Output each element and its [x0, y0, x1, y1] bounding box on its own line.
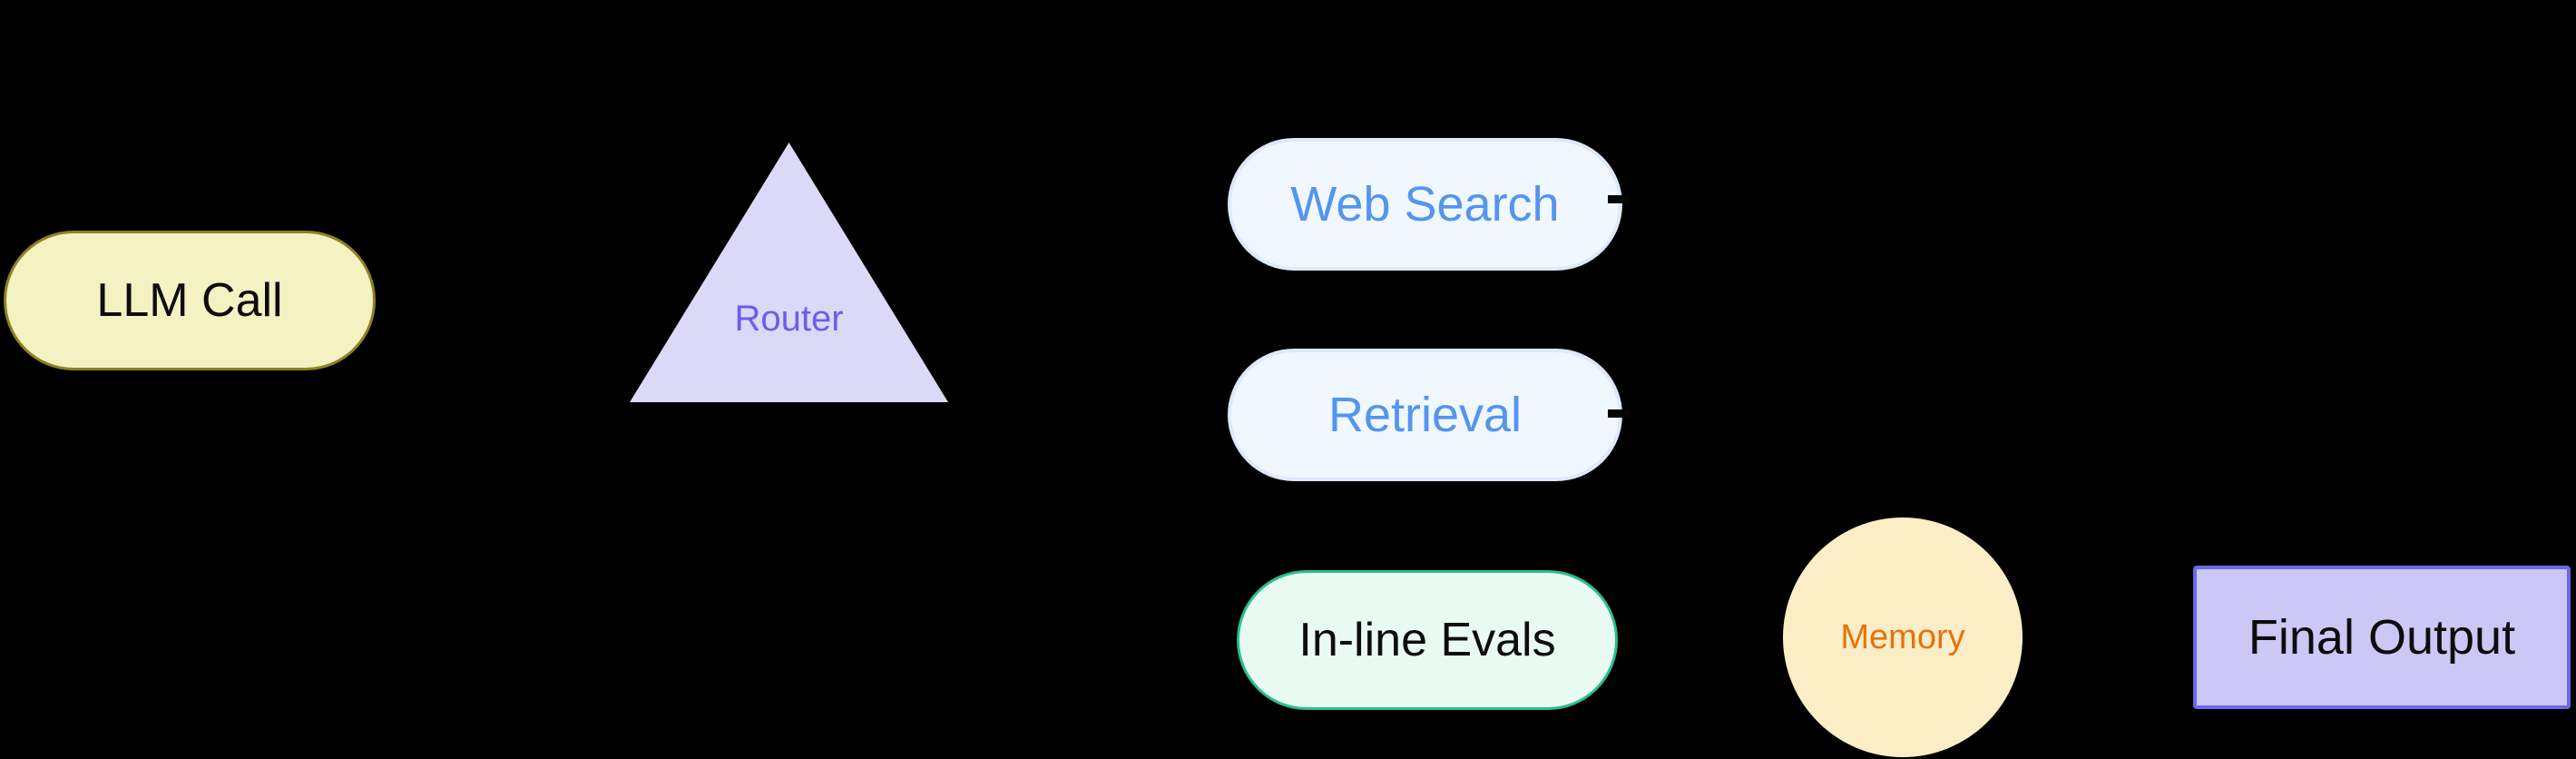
node-retrieval-label: Retrieval [1327, 388, 1523, 442]
node-router[interactable]: Router [630, 143, 948, 402]
node-inline-evals-label: In-line Evals [1298, 614, 1556, 666]
node-inline-evals[interactable]: In-line Evals [1237, 570, 1618, 710]
node-web-search-label: Web Search [1290, 177, 1560, 232]
node-memory[interactable]: Memory [1783, 518, 2023, 757]
node-memory-label: Memory [1840, 618, 1965, 656]
edge-stub-web-search [1608, 195, 1630, 203]
edge-stub-retrieval [1608, 409, 1630, 418]
node-final-output-label: Final Output [2248, 610, 2516, 665]
node-llm-call-label: LLM Call [96, 274, 283, 327]
node-final-output[interactable]: Final Output [2193, 566, 2571, 709]
node-web-search[interactable]: Web Search [1228, 138, 1622, 271]
node-llm-call[interactable]: LLM Call [4, 231, 376, 370]
node-retrieval[interactable]: Retrieval [1228, 349, 1622, 481]
node-router-label: Router [734, 299, 844, 340]
